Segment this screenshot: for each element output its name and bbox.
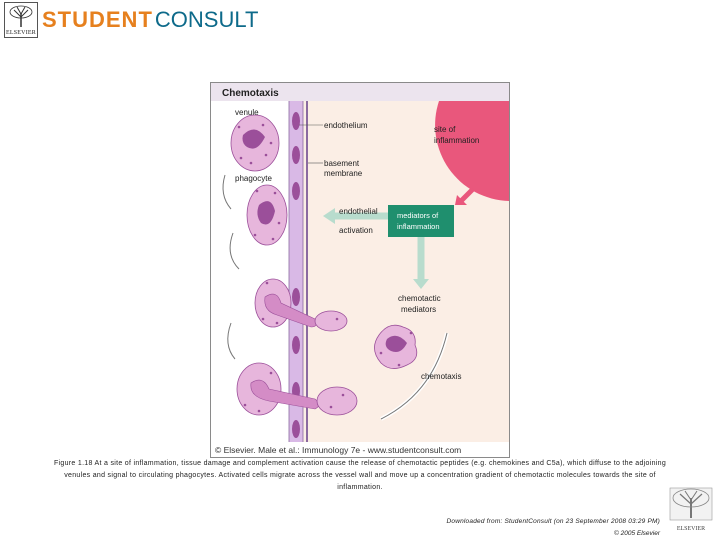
site-label-line1: site of xyxy=(434,125,456,134)
mediators-label-line1: mediators of xyxy=(397,211,439,220)
mediators-label-line2: inflammation xyxy=(397,222,440,231)
elsevier-footer-logo-text: ELSEVIER xyxy=(676,526,706,532)
site-label-line2: inflammation xyxy=(434,136,479,145)
brand-consult: CONSULT xyxy=(154,7,259,32)
copyright-notice: © 2005 Elsevier xyxy=(614,530,660,537)
endothelial-label-line2: activation xyxy=(339,226,373,235)
elsevier-footer-logo: ELSEVIER xyxy=(668,486,714,532)
brand-student: STUDENT xyxy=(42,7,153,32)
phagocyte-4 xyxy=(236,362,358,416)
elsevier-logo-text: ELSEVIER xyxy=(6,30,36,36)
venule-label: venule xyxy=(235,108,259,117)
phagocyte-2 xyxy=(246,184,288,246)
chemotactic-label-line2: mediators xyxy=(401,305,436,314)
endothelium-label: endothelium xyxy=(324,121,368,130)
flow-arrow-outlines xyxy=(222,174,448,420)
phagocyte-label: phagocyte xyxy=(235,174,272,183)
chemotaxis-label: chemotaxis xyxy=(421,372,461,381)
tree-icon xyxy=(9,5,33,27)
inflammation-arrow xyxy=(459,187,475,203)
chemotaxis-diagram: Chemotaxis site of inflammation xyxy=(211,83,509,457)
endothelial-label-line1: endothelial xyxy=(339,207,378,216)
download-notice: Downloaded from: StudentConsult (on 23 S… xyxy=(446,518,660,525)
figure-title-bar xyxy=(211,83,509,101)
phagocyte-migrating xyxy=(374,324,418,369)
elsevier-logo: ELSEVIER xyxy=(4,2,38,38)
phagocyte-1 xyxy=(230,114,280,172)
chemotaxis-figure: Chemotaxis site of inflammation xyxy=(210,82,510,458)
mediators-box xyxy=(388,205,454,237)
figure-title: Chemotaxis xyxy=(222,88,279,99)
phagocyte-3 xyxy=(254,278,348,332)
figure-credit: © Elsevier. Male et al.: Immunology 7e -… xyxy=(215,445,461,455)
figure-caption: Figure 1.18 At a site of inflammation, t… xyxy=(53,460,667,491)
basement-label-line2: membrane xyxy=(324,169,363,178)
chemotactic-label-line1: chemotactic xyxy=(398,294,441,303)
tree-icon xyxy=(669,487,713,521)
student-consult-brand: STUDENTCONSULT xyxy=(42,5,258,35)
site-of-inflammation xyxy=(435,101,509,201)
header: ELSEVIER STUDENTCONSULT xyxy=(0,0,720,42)
basement-label-line1: basement xyxy=(324,159,360,168)
credit-bar xyxy=(211,442,509,457)
